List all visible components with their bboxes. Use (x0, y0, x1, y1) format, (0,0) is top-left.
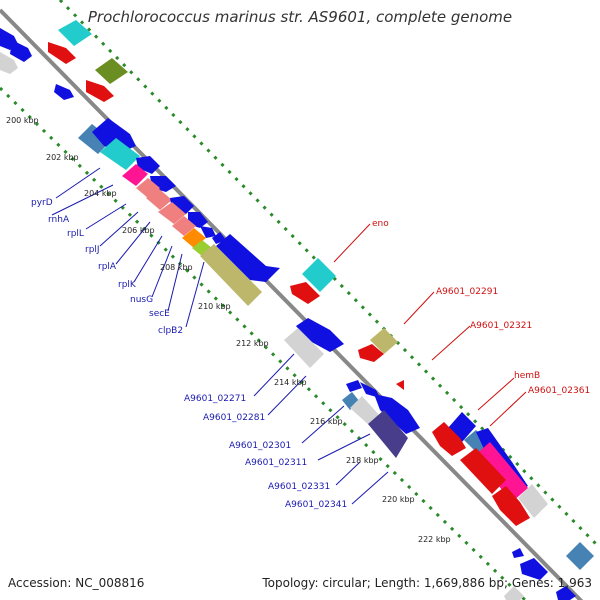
gene-arrow (302, 258, 336, 292)
gene-label[interactable]: rnhA (48, 215, 70, 225)
gene-arrow (92, 118, 136, 152)
genome-summary-text: Topology: circular; Length: 1,669,886 bp… (262, 576, 592, 590)
tick-label: 208 kbp (160, 263, 193, 272)
tick-label: 216 kbp (310, 417, 343, 426)
gene-label[interactable]: A9601_02341 (285, 500, 347, 510)
gene-arrow (95, 58, 128, 84)
genes-right (432, 412, 594, 600)
gene-arrow (504, 586, 524, 600)
gene-arrow (0, 52, 18, 74)
gene-label[interactable]: hemB (514, 371, 540, 381)
tick-label: 212 kbp (236, 339, 269, 348)
gene-arrow (146, 188, 172, 210)
tick-label: 218 kbp (346, 456, 379, 465)
backbone (0, 8, 584, 600)
tick-label: 222 kbp (418, 535, 451, 544)
gene-arrow (54, 84, 74, 100)
leader-lines-red (333, 223, 527, 427)
gene-arrow (58, 20, 92, 46)
accession-text: Accession: NC_008816 (8, 576, 145, 590)
outer-track-line (0, 86, 527, 600)
gene-arrow (100, 138, 140, 170)
tick-label: 210 kbp (198, 302, 231, 311)
inner-track-line (58, 0, 600, 550)
gene-arrow (474, 442, 528, 502)
gene-arrow (172, 216, 196, 236)
map-title: Prochlorococcus marinus str. AS9601, com… (87, 8, 513, 26)
gene-label[interactable]: rplK (118, 280, 137, 290)
gene-arrow (86, 80, 114, 102)
gene-arrow (78, 124, 112, 154)
gene-arrow (200, 244, 262, 306)
gene-arrow (566, 542, 594, 570)
leader-lines-blue (51, 167, 389, 505)
gene-arrow (368, 410, 408, 458)
gene-label[interactable]: A9601_02321 (470, 321, 532, 331)
genes-main-cluster (78, 118, 280, 306)
tick-label: 202 kbp (46, 153, 79, 162)
gene-arrow (512, 548, 524, 558)
gene-arrow (346, 380, 362, 392)
gene-label[interactable]: rplA (98, 262, 117, 272)
gene-arrow (350, 396, 380, 426)
tick-label: 200 kbp (6, 116, 39, 125)
gene-arrow (432, 422, 466, 456)
gene-label[interactable]: A9601_02271 (184, 394, 246, 404)
genes-mid (284, 258, 420, 458)
gene-arrow (492, 486, 530, 526)
gene-arrow (296, 318, 344, 352)
gene-arrow (48, 42, 76, 64)
tick-label: 204 kbp (84, 189, 117, 198)
gene-arrow (520, 558, 548, 580)
tick-label: 214 kbp (274, 378, 307, 387)
gene-arrow (360, 382, 380, 398)
gene-label[interactable]: A9601_02281 (203, 413, 265, 423)
tick-labels: 200 kbp 202 kbp 204 kbp 206 kbp 208 kbp … (6, 116, 451, 544)
gene-label[interactable]: clpB2 (158, 326, 183, 336)
gene-label[interactable]: A9601_02311 (245, 458, 307, 468)
gene-arrow (518, 484, 548, 518)
gene-label[interactable]: secE (149, 309, 170, 319)
gene-arrow (216, 234, 280, 282)
gene-label[interactable]: A9601_02361 (528, 386, 590, 396)
gene-arrow (158, 202, 186, 224)
gene-label[interactable]: A9601_02291 (436, 287, 498, 297)
gene-arrow (284, 328, 324, 368)
gene-label[interactable]: eno (372, 219, 389, 229)
gene-arrow (374, 394, 420, 434)
gene-labels-left: pyrD rnhA rplL rplJ rplA rplK nusG secE … (31, 198, 347, 510)
gene-arrow (396, 380, 404, 390)
gene-label[interactable]: A9601_02331 (268, 482, 330, 492)
gene-label[interactable]: pyrD (31, 198, 53, 208)
genes-top-left (0, 20, 128, 102)
gene-arrow (556, 586, 576, 600)
gene-label[interactable]: rplL (67, 229, 84, 239)
tick-label: 206 kbp (122, 226, 155, 235)
tick-label: 220 kbp (382, 495, 415, 504)
gene-label[interactable]: nusG (130, 295, 153, 305)
gene-arrow (10, 40, 32, 62)
gene-arrow (460, 448, 506, 494)
gene-arrow (290, 282, 320, 304)
backbone-line (0, 8, 584, 600)
gene-label[interactable]: A9601_02301 (229, 441, 291, 451)
gene-label[interactable]: rplJ (85, 245, 100, 255)
gene-arrow (370, 328, 398, 354)
gene-arrow (122, 164, 148, 186)
gene-arrow (200, 226, 216, 238)
gene-labels-right: eno A9601_02291 A9601_02321 hemB A9601_0… (372, 219, 590, 396)
gene-arrow (358, 344, 384, 362)
